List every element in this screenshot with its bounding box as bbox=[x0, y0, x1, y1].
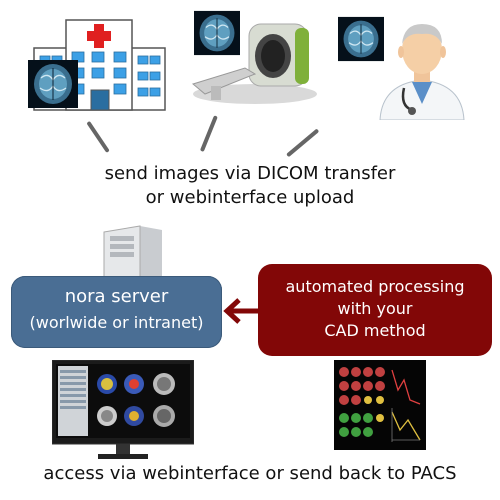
send-images-caption: send images via DICOM transfer or webint… bbox=[0, 162, 500, 210]
arrow-left-icon bbox=[223, 298, 260, 324]
send-caption-line1: send images via DICOM transfer bbox=[104, 163, 396, 184]
connector-line bbox=[286, 128, 320, 158]
brain-scan-icon bbox=[28, 60, 78, 108]
nora-server-subtitle: (worlwide or intranet) bbox=[29, 313, 204, 332]
send-caption-line2: or webinterface upload bbox=[145, 187, 355, 208]
nora-server-box: nora server (worlwide or intranet) bbox=[11, 276, 222, 348]
doctor-icon bbox=[379, 24, 465, 120]
cad-line1: automated processing bbox=[285, 277, 465, 296]
cad-processing-box: automated processing with your CAD metho… bbox=[258, 264, 492, 356]
brain-scan-icon bbox=[338, 16, 384, 62]
nora-server-title: nora server bbox=[64, 286, 169, 307]
access-caption: access via webinterface or send back to … bbox=[43, 463, 457, 484]
cad-result-panel-icon bbox=[334, 360, 426, 450]
connector-line bbox=[86, 120, 110, 153]
cad-line3: CAD method bbox=[324, 321, 426, 340]
cad-line2: with your bbox=[337, 299, 413, 318]
connector-line bbox=[199, 115, 218, 152]
mri-scanner-icon bbox=[191, 23, 317, 104]
brain-scan-icon bbox=[194, 10, 240, 56]
server-tower-icon bbox=[103, 225, 162, 284]
workstation-monitor-icon bbox=[52, 360, 194, 459]
